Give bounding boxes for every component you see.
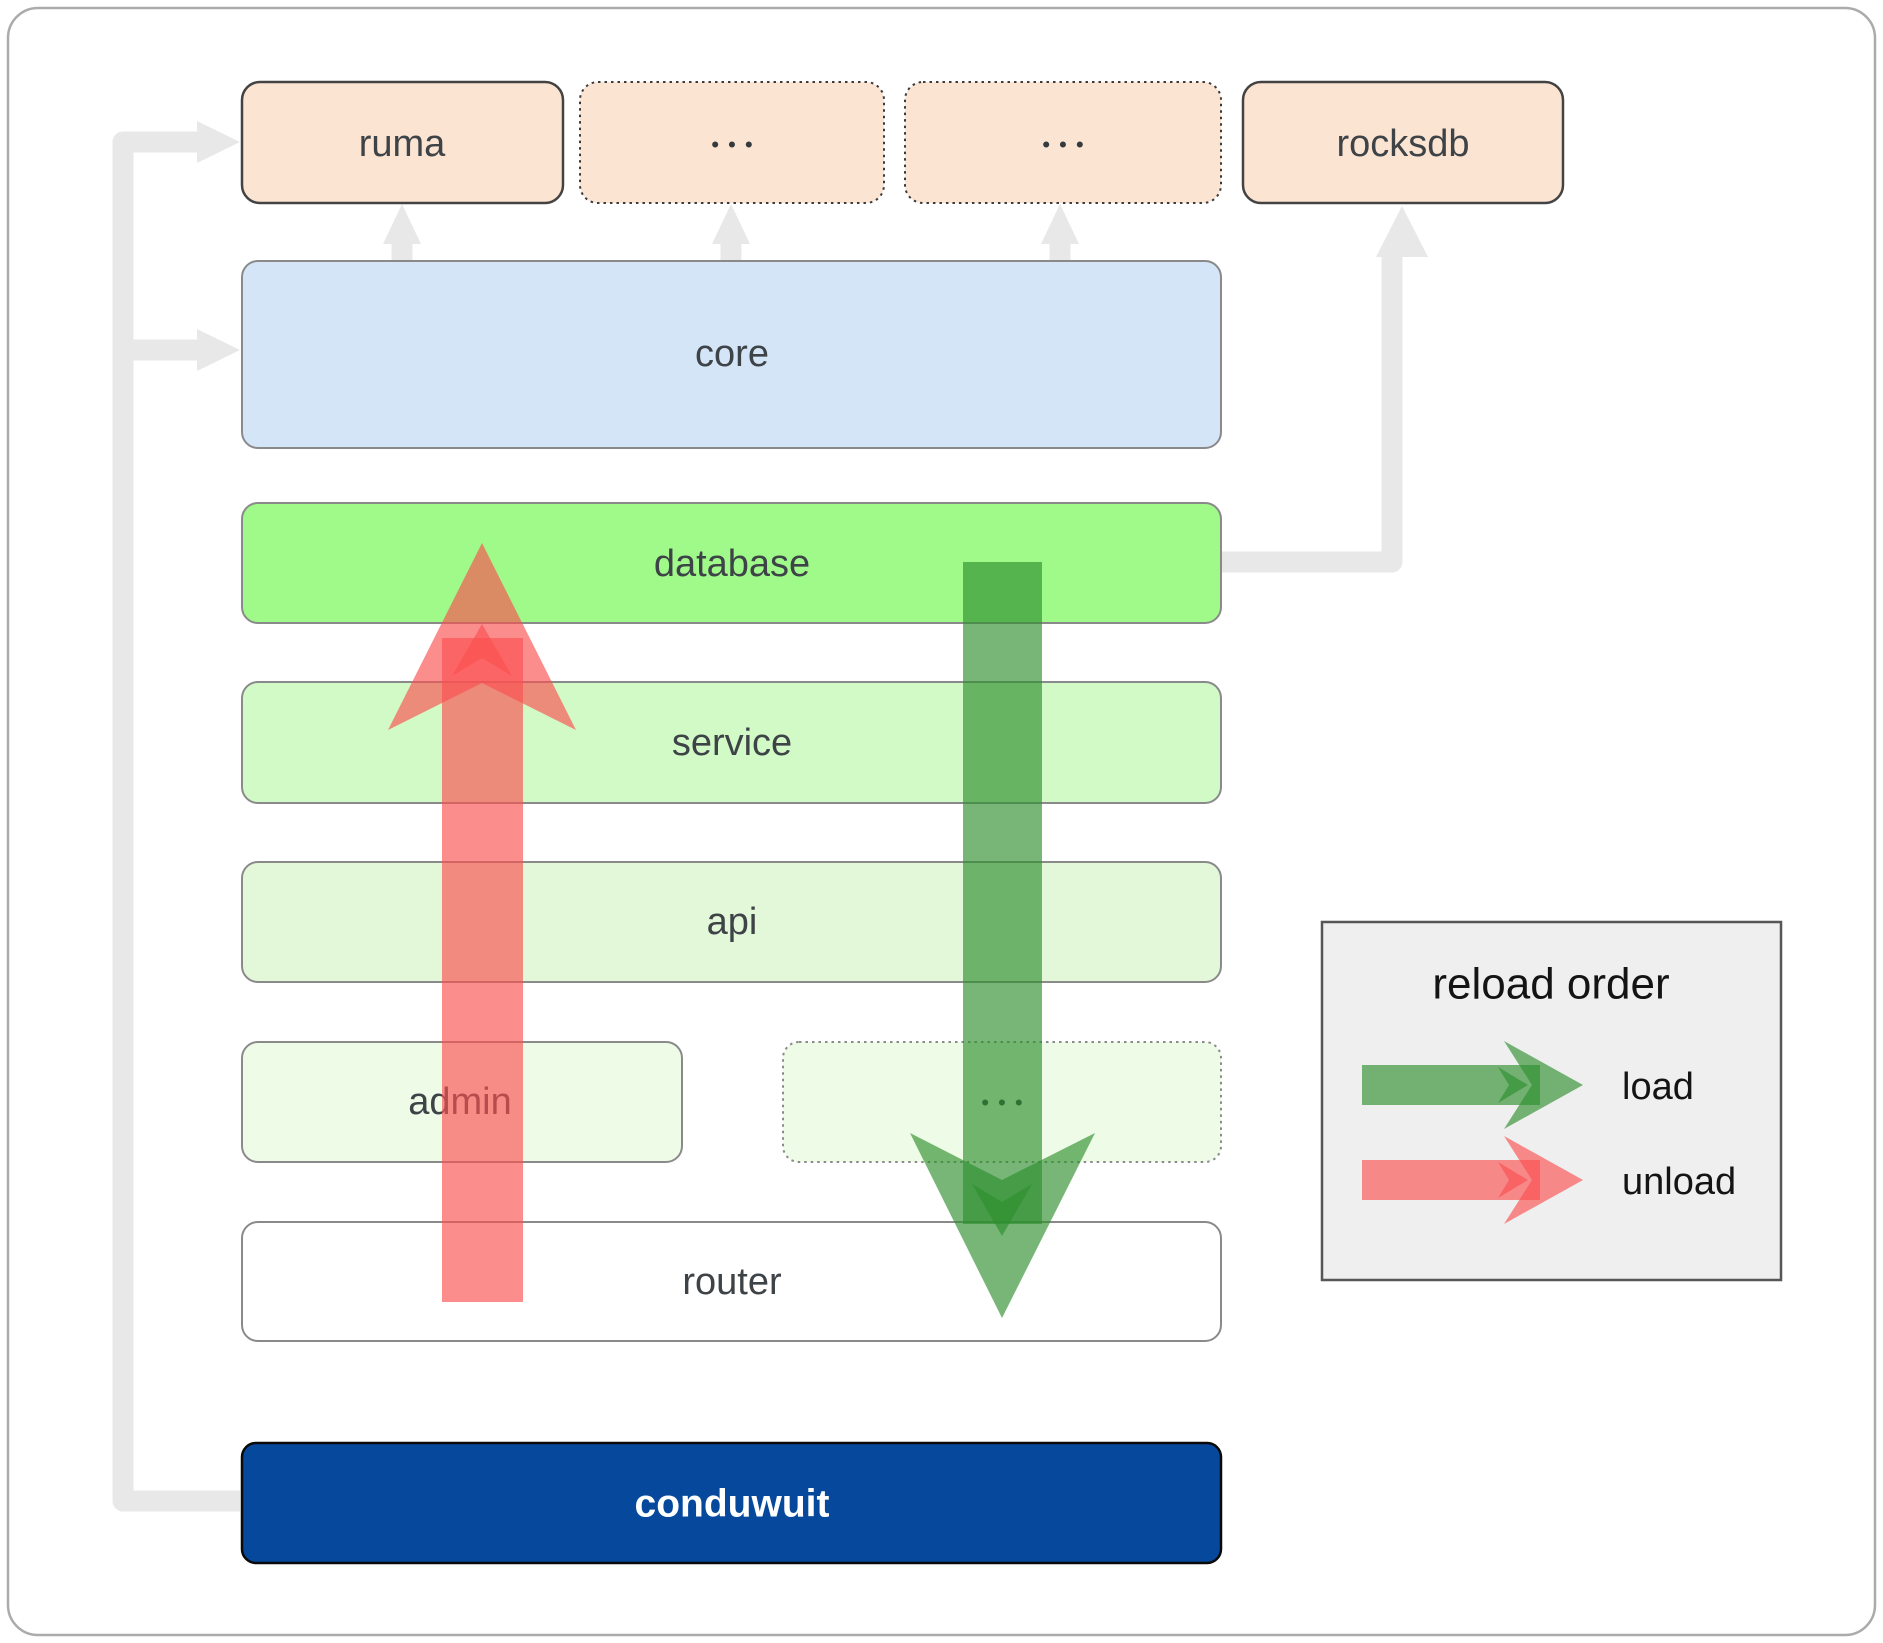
legend-unload-arrowhead-icon (1504, 1136, 1583, 1224)
database-label: database (654, 543, 810, 585)
external-crate-dots-box-2 (904, 81, 1222, 204)
load-arrow-notch-icon (972, 1184, 1032, 1236)
unload-arrow-notch-icon (452, 624, 512, 676)
api-label: api (707, 901, 758, 943)
legend-load-arrow-notch-icon (1498, 1067, 1528, 1103)
external-crate-dots-label-1: ••• (710, 136, 761, 156)
external-crate-dots-box-1 (579, 81, 885, 204)
legend-unload-label: unload (1622, 1161, 1736, 1203)
unload-flow-arrow (388, 543, 576, 1302)
legend-unload-arrow-notch-icon (1498, 1162, 1528, 1198)
connector-database-to-rocksdb-line (1222, 256, 1403, 573)
ruma-label: ruma (359, 123, 446, 165)
legend-title: reload order (1432, 960, 1669, 1009)
dependency-connectors (112, 131, 1403, 1512)
unload-arrow-shaft (442, 638, 523, 1302)
outer-frame (6, 6, 1877, 1637)
arrowhead-into-rocksdb-icon (1376, 206, 1428, 257)
conduwuit-box (240, 1441, 1223, 1565)
legend-load-label: load (1622, 1066, 1694, 1108)
ruma-box (240, 80, 565, 205)
arrowhead-into-core-icon (197, 329, 240, 371)
rocksdb-box (1241, 80, 1565, 205)
legend-load-arrow-icon (1362, 1041, 1583, 1129)
load-flow-arrow (910, 562, 1095, 1318)
load-arrow-shaft (963, 562, 1042, 1224)
service-label: service (672, 722, 792, 764)
core-box (241, 260, 1222, 449)
connector-conduwuit-to-ruma-line (112, 131, 240, 1512)
core-label: core (695, 333, 769, 375)
rocksdb-label: rocksdb (1336, 123, 1469, 165)
conduwuit-label: conduwuit (635, 1483, 830, 1526)
legend-load-arrowhead-icon (1504, 1041, 1583, 1129)
arrowhead-into-ruma-icon (197, 121, 240, 163)
arrowhead-core-to-dep3-icon (1041, 204, 1079, 244)
arrowhead-core-to-ruma-icon (383, 204, 421, 244)
dependency-arrowheads (197, 121, 1428, 371)
external-crate-dots-label-2: ••• (1041, 136, 1092, 156)
legend-unload-arrow-icon (1362, 1136, 1583, 1224)
router-label: router (682, 1261, 782, 1303)
arrowhead-core-to-dep2-icon (712, 204, 750, 244)
